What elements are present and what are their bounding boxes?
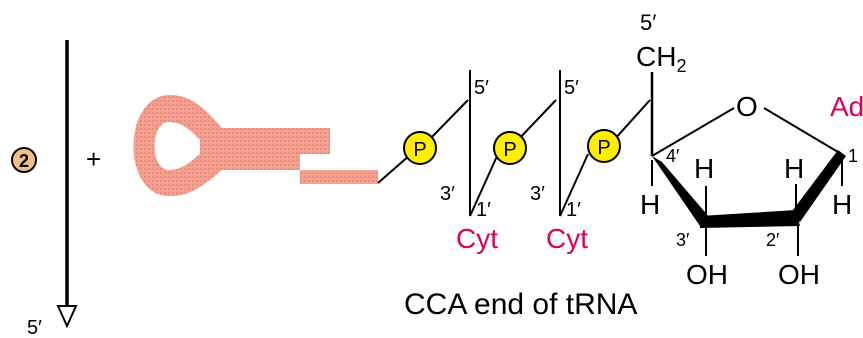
prime-3-ring-label: 3′ [676,230,690,250]
prime-4-label: 4′ [666,146,680,166]
step-number: 2 [19,151,29,171]
svg-text:P: P [413,139,426,161]
direction-arrow [56,40,78,329]
ring-oxygen: O [736,91,758,122]
prime-2-ring-label: 2′ [766,230,780,250]
prime-3-label-2: 3′ [530,183,545,205]
phosphate-3: P [587,99,651,163]
ribose-ring [651,107,846,228]
hydrogen-c3: H [694,153,714,184]
phosphate-2: P [493,131,527,165]
prime-1-ring-label: 1 [848,146,858,166]
hydrogen-c2: H [784,153,804,184]
hydroxyl-c2: OH [778,259,820,290]
backbone-link [377,154,411,184]
trna-body-shape [133,94,378,197]
phosphate-1: P [403,131,437,165]
svg-text:CH2: CH2 [636,41,686,76]
adenine-label: Ad [830,91,863,122]
plus-sign: + [86,144,101,174]
hydrogen-c4: H [640,189,660,220]
ch2-group: CH2 [636,41,686,76]
caption: CCA end of tRNA [404,288,637,321]
prime-3-label-1: 3′ [440,183,455,205]
prime-5-label-1: 5′ [474,77,489,99]
ch2-prime-label: 5′ [640,10,656,35]
cytosine-label-1: Cyt [456,223,498,254]
prime-1-label-1: 1′ [476,199,491,221]
svg-text:P: P [503,139,516,161]
cytosine-label-2: Cyt [546,223,588,254]
hydrogen-c1: H [832,189,852,220]
prime-5-label-2: 5′ [564,77,579,99]
prime-1-label-2: 1′ [566,199,581,221]
nucleotide-2 [515,70,589,217]
step-badge: 2 [11,147,37,173]
svg-text:P: P [597,137,610,159]
arrow-end-label: 5′ [27,317,42,338]
hydroxyl-c3: OH [686,259,728,290]
nucleotide-1 [426,70,499,217]
